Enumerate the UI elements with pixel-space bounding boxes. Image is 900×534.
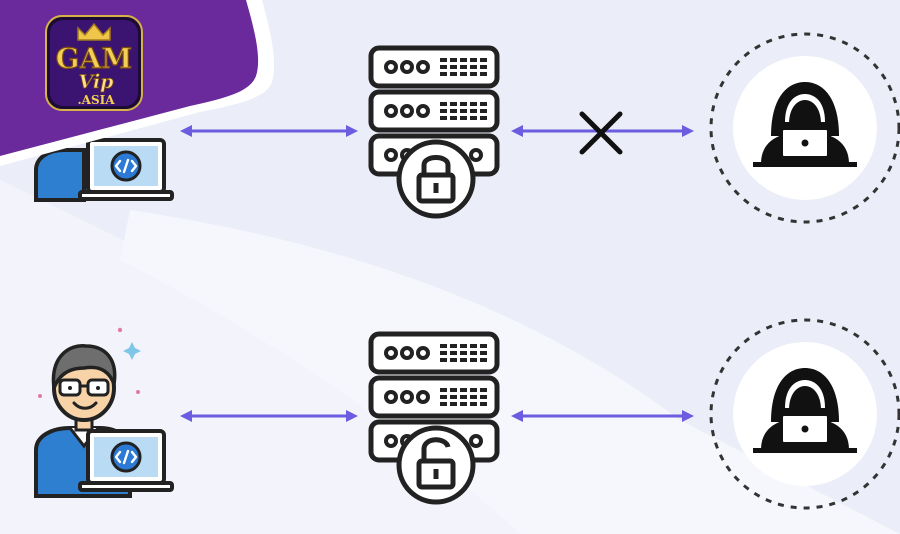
crown-icon	[77, 22, 111, 41]
server-icon-bottom	[371, 334, 497, 502]
server-icon-top	[371, 48, 497, 216]
logo-text-script: Vip	[79, 71, 115, 93]
logo-text-main: GAM	[56, 42, 133, 75]
padlock-closed-icon	[399, 142, 473, 216]
x-cross-icon	[579, 111, 623, 155]
logo-text-sub: .ASIA	[77, 93, 115, 107]
developer-icon-top	[34, 138, 174, 202]
hacker-icon-top	[709, 32, 900, 224]
brand-logo: GAM Vip .ASIA	[45, 15, 143, 111]
hacker-icon-bottom	[709, 318, 900, 510]
padlock-open-icon	[399, 428, 473, 502]
developer-icon-bottom	[34, 327, 174, 498]
